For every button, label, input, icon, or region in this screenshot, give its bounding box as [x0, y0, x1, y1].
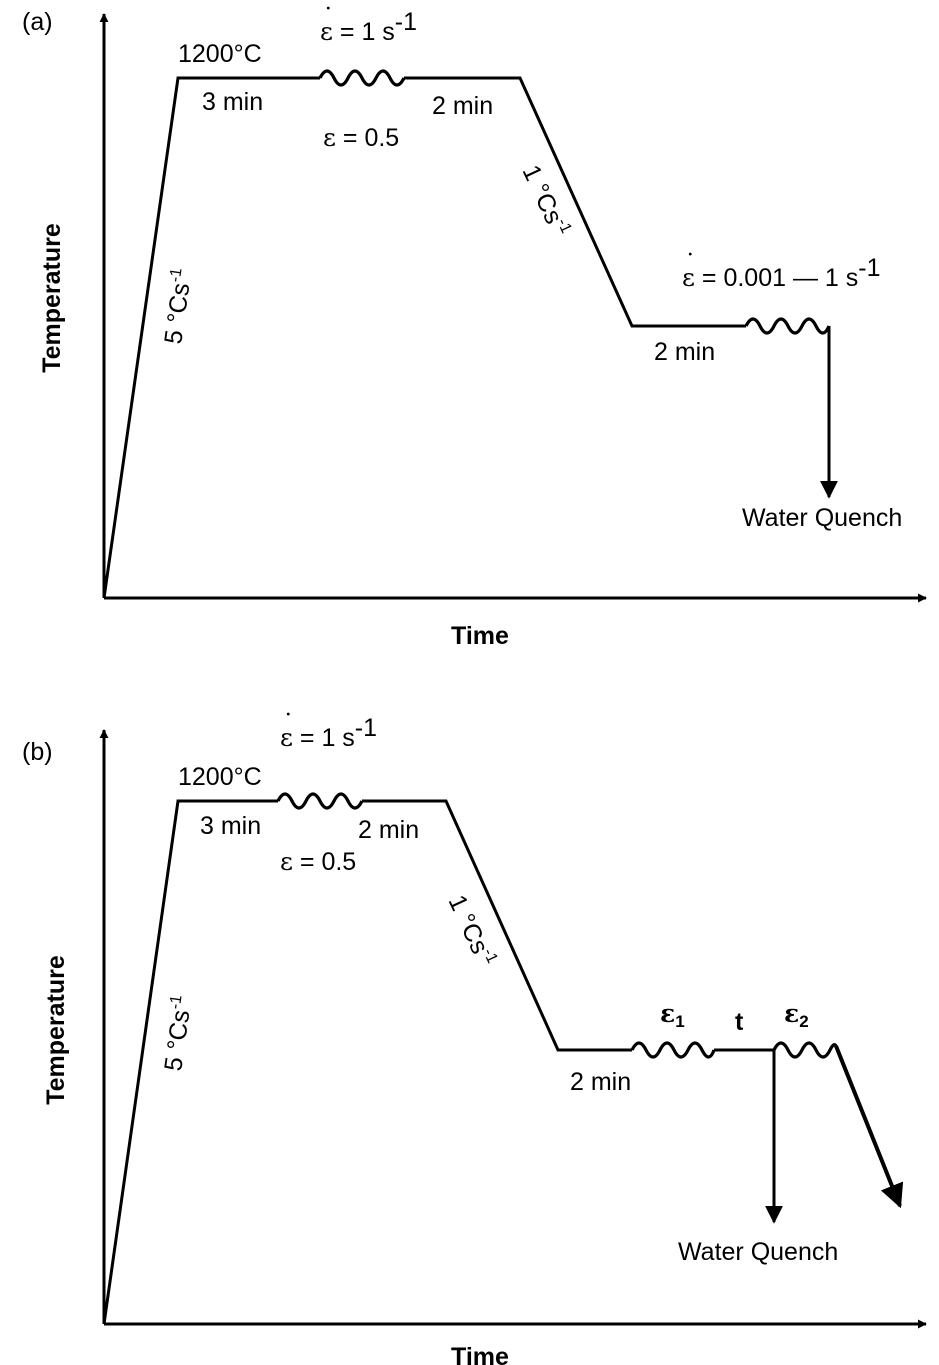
panel-a: (a) Temperature Time 5 °Cs-1 1200°C 3 mi… [22, 3, 927, 650]
panel-a-hold2: 2 min [432, 92, 493, 120]
panel-a-hold3: 2 min [654, 338, 715, 366]
panel-b-quench-label: Water Quench [678, 1238, 838, 1266]
panel-a-heat-and-hold-line [102, 76, 320, 599]
panel-b-deformation-coil-eps1 [630, 1041, 716, 1059]
panel-a-rate-label: ε = 1 s-1 [320, 8, 417, 46]
panel-b-x-label: Time [451, 1343, 509, 1365]
panel-a-cool-and-hold-line [404, 76, 746, 328]
panel-b-eps2-label: ε2 [784, 999, 809, 1031]
panel-b-interval-label: t [735, 1008, 744, 1036]
panel-b-rate-label: ε = 1 s-1 [280, 714, 377, 752]
panel-b-y-label: Temperature [42, 955, 70, 1105]
panel-a-cool-rate: 1 °Cs-1 [517, 160, 575, 241]
panel-b-hold2: 2 min [358, 816, 419, 844]
panel-b-hold1: 3 min [200, 812, 261, 840]
panel-b-strain-label: ε = 0.5 [280, 847, 356, 876]
panel-a-strain-label: ε = 0.5 [323, 123, 399, 152]
panel-a-tag: (a) [22, 8, 53, 36]
panel-b-deformation-coil-1 [276, 792, 364, 810]
panel-b-deformation-coil-eps2 [772, 1041, 838, 1059]
panel-b-cool-and-hold-line [362, 799, 632, 1052]
panel-a-rate2-label: ε = 0.001 — 1 s-1 [682, 254, 880, 292]
panel-a-x-label: Time [451, 622, 509, 650]
panel-b-eps1-label: ε1 [660, 999, 685, 1031]
panel-b-cool-arrow [834, 1045, 904, 1209]
panel-a-quench-label: Water Quench [742, 504, 902, 532]
panel-a-heat-rate: 5 °Cs-1 [158, 267, 197, 346]
panel-a-rate-dot: ˙ [322, 3, 335, 32]
panel-a-deformation-coil-1 [318, 69, 406, 87]
panel-b: (b) Temperature Time 5 °Cs-1 1200°C 3 mi… [22, 709, 927, 1365]
panel-a-hold1: 3 min [202, 88, 263, 116]
panel-b-tag: (b) [22, 738, 53, 766]
panel-b-heat-and-hold-line [102, 799, 278, 1325]
panel-b-heat-rate: 5 °Cs-1 [158, 994, 197, 1073]
panel-b-hold3: 2 min [570, 1068, 631, 1096]
panel-b-rate-dot: ˙ [282, 709, 295, 738]
panel-a-deformation-coil-2 [744, 317, 831, 335]
panel-a-temperature: 1200°C [178, 40, 262, 68]
panel-b-temperature: 1200°C [178, 763, 262, 791]
panel-a-y-label: Temperature [38, 223, 66, 373]
panel-a-rate2-dot: ˙ [684, 249, 697, 278]
